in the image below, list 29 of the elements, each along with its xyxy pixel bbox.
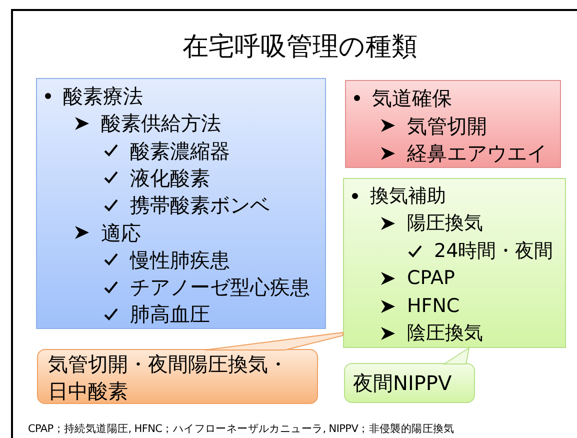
footnote: CPAP；持続気道陽圧, HFNC；ハイフローネーザルカニューラ, NIPPV；非侵襲的陽圧換気 [28, 422, 454, 436]
callout-box [344, 363, 475, 403]
list-item: CPAP [407, 269, 455, 288]
list-item: 24時間・夜間 [434, 242, 554, 260]
callout-box [37, 349, 318, 404]
list-item: 気管切開 [407, 116, 487, 136]
list-item: 酸素濃縮器 [130, 140, 230, 161]
list-item: 携帯酸素ボンベ [130, 195, 270, 216]
callout-text: 夜間NIPPV [353, 370, 452, 397]
list-item: 肺高血圧 [130, 304, 210, 324]
list-item: 陽圧換気 [407, 214, 483, 233]
list-item: 換気補助 [370, 186, 446, 206]
list-box [343, 178, 566, 348]
list-item: 陰圧換気 [407, 324, 483, 343]
list-item: 適応 [101, 222, 141, 242]
list-item: 慢性肺疾患 [130, 250, 230, 270]
list-item: 酸素供給方法 [101, 113, 221, 134]
list-item: 液化酸素 [130, 168, 210, 188]
list-item: 気道確保 [372, 88, 452, 108]
callout-tail [204, 332, 344, 350]
callout-tail [442, 346, 470, 364]
list-item: チアノーゼ型心疾患 [130, 277, 310, 298]
list-box [345, 80, 561, 168]
list-box [36, 78, 326, 329]
title: 在宅呼吸管理の種類 [182, 31, 418, 64]
list-item: 酸素療法 [63, 86, 143, 106]
callout-text: 気管切開・夜間陽圧換気・日中酸素 [48, 351, 289, 405]
list-item: HFNC [407, 296, 460, 316]
list-item: 経鼻エアウエイ [407, 143, 547, 163]
